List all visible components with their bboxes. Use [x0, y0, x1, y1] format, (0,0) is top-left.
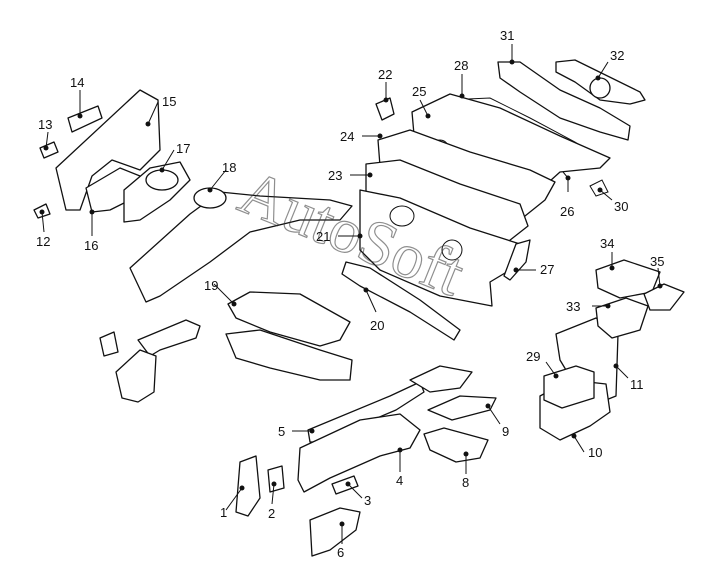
part-20-rail [341, 261, 461, 341]
part-small-bracket-left [99, 331, 119, 357]
callout-15: 15 [162, 94, 176, 109]
part-6-pillar-lower [309, 507, 361, 557]
callout-27: 27 [540, 262, 554, 277]
part-filler-neck [137, 319, 201, 357]
part-13-clip [39, 141, 59, 159]
callout-16: 16 [84, 238, 98, 253]
part-21-hole-b [441, 239, 463, 261]
callout-1: 1 [220, 505, 227, 520]
part-side-rail-rear [409, 365, 473, 393]
callout-14: 14 [70, 75, 84, 90]
part-1-bracket [235, 455, 261, 517]
part-31-cowl-panel [497, 61, 631, 141]
callout-22: 22 [378, 67, 392, 82]
callout-labels: 31 32 28 22 25 24 23 21 26 30 27 14 13 1… [36, 28, 664, 560]
part-8-floor-member [423, 427, 489, 463]
part-32-wiper-motor [589, 77, 611, 99]
callout-12: 12 [36, 234, 50, 249]
part-17-cap [145, 169, 179, 191]
callout-10: 10 [588, 445, 602, 460]
callout-5: 5 [278, 424, 285, 439]
callout-6: 6 [337, 545, 344, 560]
part-4-side-member [297, 413, 421, 493]
callout-31: 31 [500, 28, 514, 43]
callout-2: 2 [268, 506, 275, 521]
callout-26: 26 [560, 204, 574, 219]
part-15-wheelarch [55, 89, 161, 211]
part-fuel-tank [115, 349, 157, 403]
callout-3: 3 [364, 493, 371, 508]
callout-30: 30 [614, 199, 628, 214]
part-30-clip [589, 179, 609, 197]
callout-29: 29 [526, 349, 540, 364]
callout-11: 11 [630, 377, 644, 392]
callout-32: 32 [610, 48, 624, 63]
part-21-hole-a [389, 205, 415, 227]
callout-18: 18 [222, 160, 236, 175]
part-21-firewall [359, 189, 521, 307]
callout-4: 4 [396, 473, 403, 488]
callout-28: 28 [454, 58, 468, 73]
callout-25: 25 [412, 84, 426, 99]
callout-23: 23 [328, 168, 342, 183]
callout-20: 20 [370, 318, 384, 333]
leaders [39, 44, 663, 544]
callout-9: 9 [502, 424, 509, 439]
part-14-bracket [67, 105, 103, 133]
callout-8: 8 [462, 475, 469, 490]
part-2-bracket [267, 465, 285, 493]
part-9-cross-member [427, 395, 497, 421]
part-19-floor-lower [225, 329, 353, 381]
callout-24: 24 [340, 129, 354, 144]
callout-21: 21 [316, 229, 330, 244]
callout-17: 17 [176, 141, 190, 156]
callout-19: 19 [204, 278, 218, 293]
callout-34: 34 [600, 236, 614, 251]
part-group [33, 59, 685, 557]
part-3-bracket [331, 475, 359, 495]
part-19-floor-upper [227, 291, 351, 347]
callout-13: 13 [38, 117, 52, 132]
callout-35: 35 [650, 254, 664, 269]
callout-33: 33 [566, 299, 580, 314]
